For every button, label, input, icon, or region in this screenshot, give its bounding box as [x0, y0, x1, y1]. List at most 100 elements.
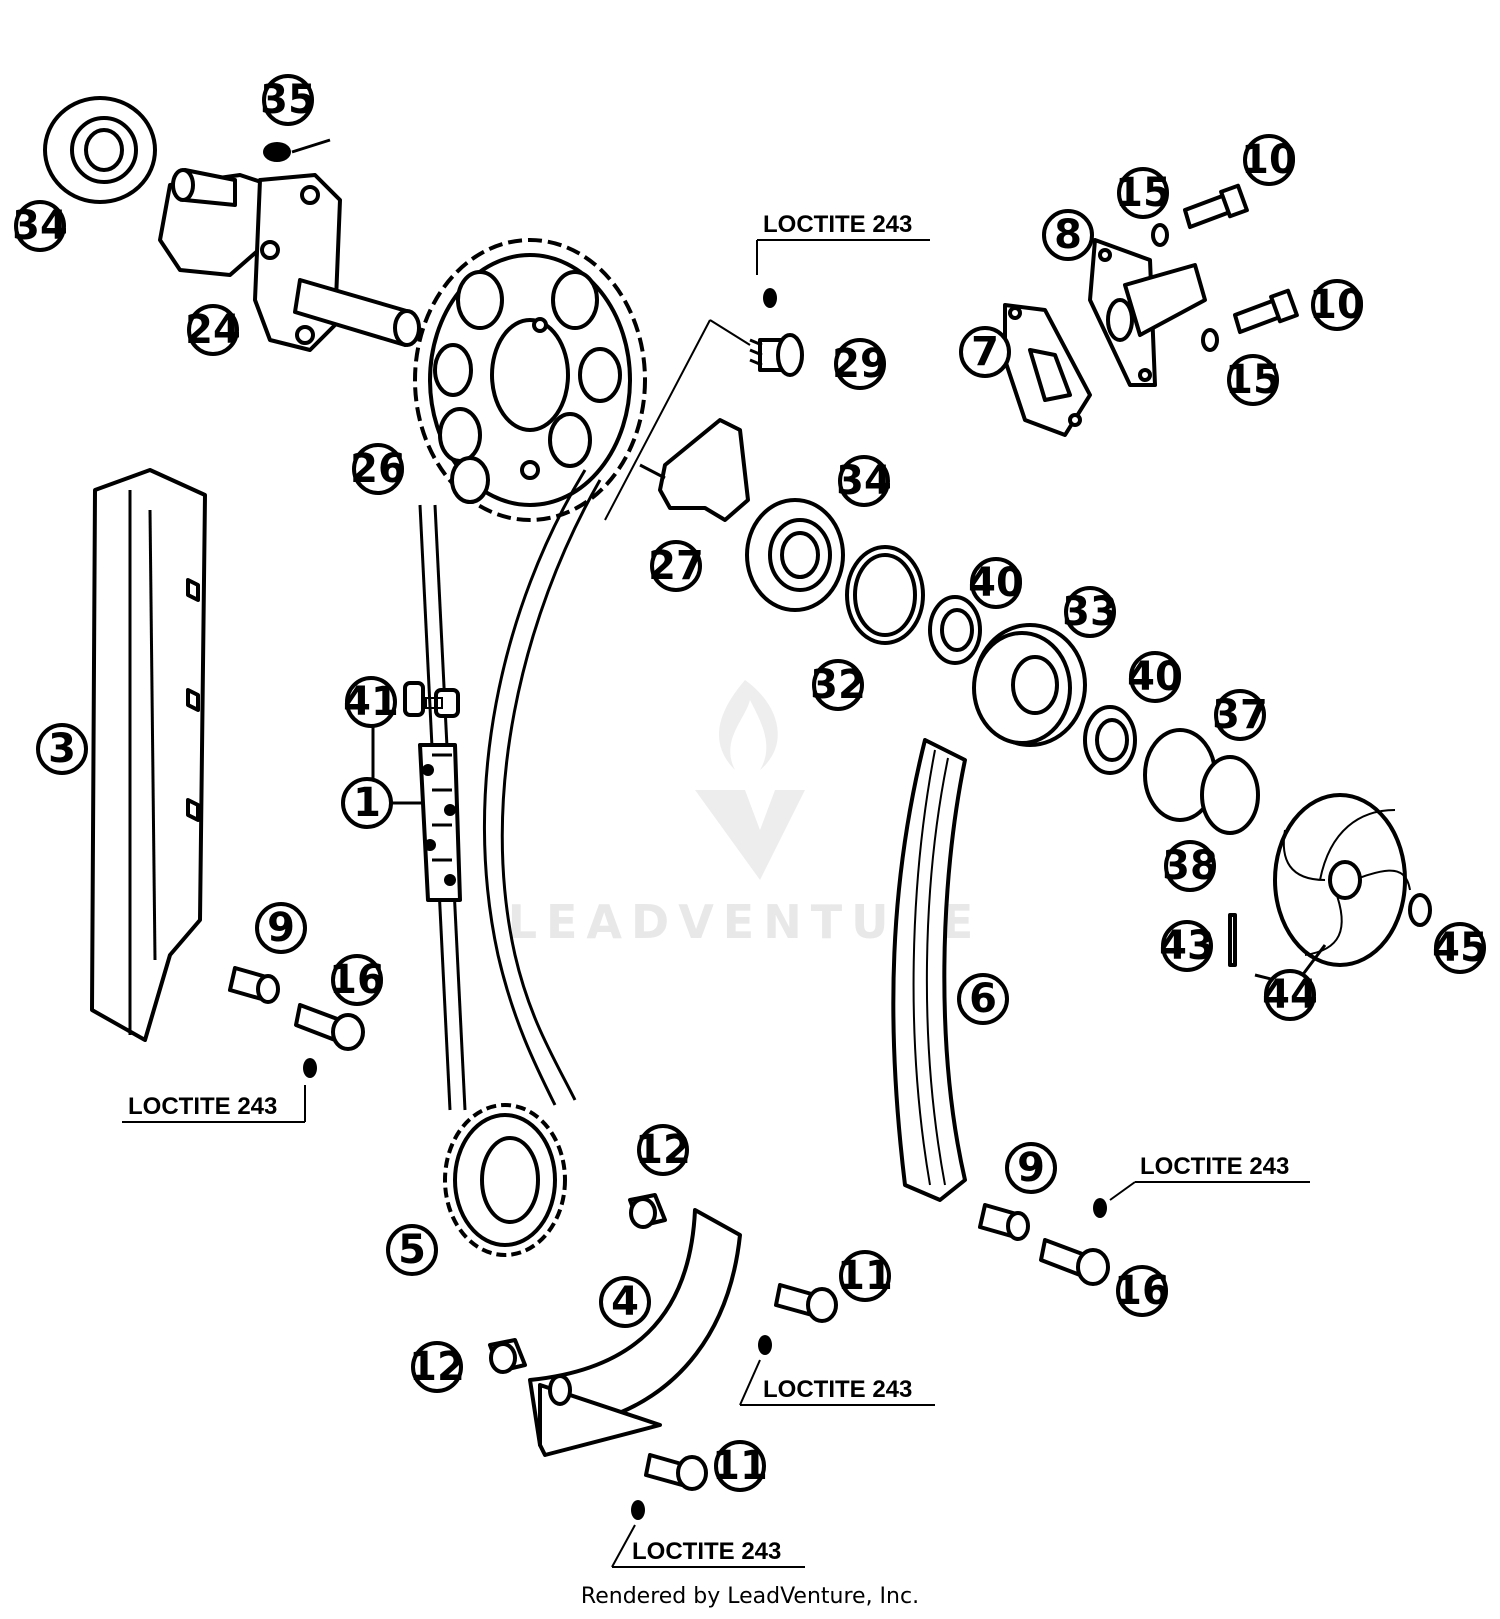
callout-37: 37 — [1212, 689, 1268, 741]
callout-32: 32 — [810, 659, 866, 711]
loctite-label-bottom: LOCTITE 243 — [611, 1524, 805, 1568]
svg-text:9: 9 — [267, 905, 295, 951]
svg-text:44: 44 — [1262, 972, 1318, 1018]
clip-45 — [1408, 893, 1432, 927]
callout-11-upper: 11 — [837, 1250, 893, 1302]
svg-text:6: 6 — [969, 976, 997, 1022]
svg-text:40: 40 — [968, 560, 1024, 606]
callout-43: 43 — [1159, 920, 1215, 972]
sleeve-12-upper — [628, 1193, 667, 1229]
callout-10-top: 10 — [1241, 134, 1297, 186]
callout-9-left: 9 — [255, 902, 307, 954]
bolt-10-top — [1183, 183, 1249, 229]
svg-text:33: 33 — [1062, 589, 1118, 635]
callout-41: 41 — [343, 676, 399, 728]
tensioner-8 — [1088, 238, 1207, 387]
callout-5: 5 — [386, 1224, 438, 1276]
callout-15-bottom: 15 — [1225, 354, 1281, 406]
callout-38: 38 — [1162, 840, 1218, 892]
callout-10-bottom: 10 — [1309, 279, 1365, 331]
callout-12-lower: 12 — [409, 1341, 465, 1393]
loctite-label-middle: LOCTITE 243 — [739, 1359, 935, 1406]
ring-32 — [845, 545, 925, 645]
loctite-drops — [303, 288, 1107, 1520]
impeller-44 — [1254, 793, 1411, 987]
bearing-40-upper — [928, 595, 982, 665]
crank-sprocket-5 — [443, 1103, 567, 1257]
callout-8: 8 — [1042, 209, 1094, 261]
svg-text:8: 8 — [1054, 212, 1082, 258]
callout-6: 6 — [957, 973, 1009, 1025]
washer-15-top — [1151, 223, 1169, 247]
loctite-label-left: LOCTITE 243 — [122, 1085, 306, 1123]
svg-text:5: 5 — [398, 1227, 426, 1273]
bolt-16-left — [294, 1003, 365, 1051]
svg-text:16: 16 — [329, 957, 385, 1003]
loctite-label-right: LOCTITE 243 — [1109, 1153, 1310, 1201]
svg-text:15: 15 — [1225, 357, 1281, 403]
callout-40-lower: 40 — [1127, 651, 1183, 703]
svg-text:4: 4 — [611, 1279, 639, 1325]
svg-text:37: 37 — [1212, 692, 1268, 738]
bolt-16-right — [1039, 1238, 1110, 1286]
svg-text:7: 7 — [971, 329, 999, 375]
bolt-11-lower — [644, 1453, 708, 1491]
svg-text:15: 15 — [1115, 170, 1171, 216]
leader-lines — [371, 725, 422, 805]
svg-text:11: 11 — [712, 1443, 768, 1489]
svg-text:43: 43 — [1159, 923, 1215, 969]
gasket-7 — [1003, 303, 1092, 437]
callout-27: 27 — [648, 540, 704, 592]
svg-text:16: 16 — [1114, 1268, 1170, 1314]
bearing-40-lower — [1083, 705, 1137, 775]
chain-link-41 — [403, 681, 460, 718]
bolt-11-upper — [774, 1283, 838, 1323]
svg-text:12: 12 — [635, 1127, 691, 1173]
svg-text:26: 26 — [350, 446, 406, 492]
o-ring-38 — [1200, 755, 1260, 835]
svg-text:38: 38 — [1162, 843, 1218, 889]
callout-45: 45 — [1432, 922, 1488, 974]
bearing-34-top — [43, 96, 157, 204]
sleeve-9-left — [228, 966, 280, 1004]
chain-1 — [418, 743, 462, 902]
svg-text:34: 34 — [12, 203, 68, 249]
cam-sprocket-26 — [413, 238, 647, 522]
callout-26: 26 — [350, 443, 406, 495]
svg-text:10: 10 — [1309, 282, 1365, 328]
loctite-text-left: LOCTITE 243 — [128, 1093, 277, 1120]
svg-text:34: 34 — [836, 458, 892, 504]
callout-40-upper: 40 — [968, 557, 1024, 609]
callout-15-top: 15 — [1115, 167, 1171, 219]
callout-44: 44 — [1262, 969, 1318, 1021]
guide-4 — [528, 1208, 742, 1457]
sleeve-9-right — [978, 1203, 1030, 1241]
guide-rail-3 — [90, 468, 207, 1042]
tensioner-27 — [639, 418, 750, 522]
svg-text:35: 35 — [260, 77, 316, 123]
svg-text:27: 27 — [648, 543, 704, 589]
loctite-text-middle: LOCTITE 243 — [763, 1376, 912, 1403]
callout-34-top: 34 — [12, 200, 68, 252]
bearing-34-right — [745, 498, 845, 612]
callout-35: 35 — [260, 74, 316, 126]
pin-43 — [1228, 913, 1237, 967]
callout-9-right: 9 — [1005, 1142, 1057, 1194]
callouts: 34 35 24 26 3 41 1 9 16 5 29 27 8 15 10 … — [12, 74, 1488, 1492]
svg-text:9: 9 — [1017, 1145, 1045, 1191]
loctite-text-right: LOCTITE 243 — [1140, 1153, 1289, 1180]
svg-text:1: 1 — [353, 780, 381, 826]
callout-33: 33 — [1062, 586, 1118, 638]
camshaft-24 — [158, 168, 421, 352]
loctite-label-top: LOCTITE 243 — [756, 211, 930, 275]
callout-29: 29 — [832, 338, 888, 390]
callout-16-right: 16 — [1114, 1265, 1170, 1317]
svg-text:32: 32 — [810, 662, 866, 708]
footer-credit: Rendered by LeadVenture, Inc. — [581, 1584, 919, 1609]
svg-text:10: 10 — [1241, 137, 1297, 183]
bolt-10-bottom — [1233, 288, 1299, 334]
svg-text:45: 45 — [1432, 925, 1488, 971]
svg-text:40: 40 — [1127, 654, 1183, 700]
bolt-29 — [604, 319, 804, 521]
